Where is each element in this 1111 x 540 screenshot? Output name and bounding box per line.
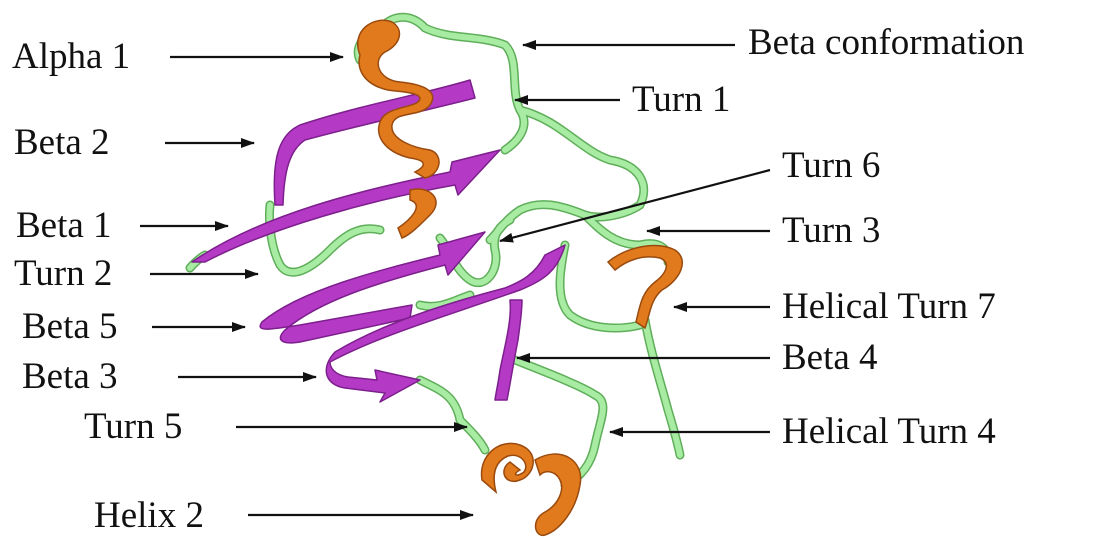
label-beta-5: Beta 5 bbox=[22, 308, 118, 345]
label-turn-5: Turn 5 bbox=[84, 408, 182, 445]
label-helical-turn-7: Helical Turn 7 bbox=[782, 288, 996, 325]
label-alpha-1: Alpha 1 bbox=[12, 38, 130, 75]
label-turn-1: Turn 1 bbox=[632, 81, 730, 118]
beta-5-strand bbox=[260, 232, 485, 343]
alpha-1-helix bbox=[358, 20, 439, 238]
label-turn-3: Turn 3 bbox=[782, 212, 880, 249]
label-beta-conformation: Beta conformation bbox=[748, 24, 1024, 61]
label-beta-2: Beta 2 bbox=[14, 124, 110, 161]
helix-2 bbox=[482, 443, 581, 535]
label-beta-1: Beta 1 bbox=[16, 207, 112, 244]
label-beta-4: Beta 4 bbox=[782, 339, 878, 376]
label-turn-6: Turn 6 bbox=[782, 147, 880, 184]
label-beta-3: Beta 3 bbox=[22, 358, 118, 395]
label-helix-2: Helix 2 bbox=[94, 497, 204, 534]
label-helical-turn-4: Helical Turn 4 bbox=[782, 413, 996, 450]
helical-turn-7 bbox=[608, 246, 682, 328]
coil-backbone bbox=[190, 17, 680, 485]
beta-4-strand bbox=[495, 300, 522, 400]
label-turn-2: Turn 2 bbox=[14, 255, 112, 292]
